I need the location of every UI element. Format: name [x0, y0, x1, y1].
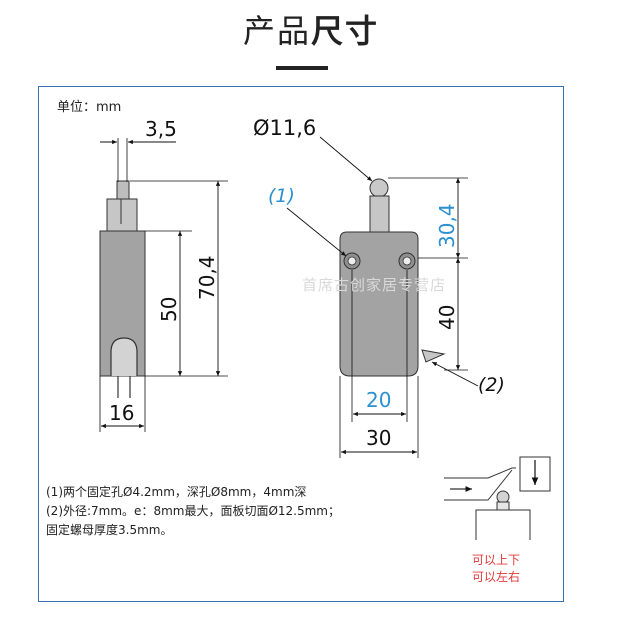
cam-profile: [444, 467, 516, 479]
front-cutout: [421, 349, 446, 363]
front-roller: [369, 178, 389, 198]
front-ref-hole: (1): [268, 185, 295, 207]
hint-line: 可以左右: [472, 570, 521, 584]
front-dim-roller-height: 30,4: [435, 203, 459, 248]
side-cable: [110, 337, 138, 376]
front-dim-width: 30: [366, 426, 391, 450]
watermark-text: 首席古创家居专营店: [302, 276, 447, 294]
side-plunger: [116, 180, 130, 200]
side-dim-width: 16: [109, 401, 134, 425]
front-dim-hole-spacing: 20: [366, 388, 391, 412]
front-body: [339, 231, 419, 377]
side-cap: [106, 198, 138, 233]
front-plunger: [369, 195, 390, 233]
hint-line: 可以上下: [472, 553, 521, 567]
side-dim-top: 3,5: [145, 117, 177, 141]
notes-block: (1)两个固定孔Ø4.2mm，深孔Ø8mm，4mm深 (2)外径:7mm。e：8…: [46, 483, 340, 540]
front-dim-height: 40: [435, 305, 459, 330]
side-view: 3,5 50 70,4 16: [99, 117, 228, 432]
front-view: Ø11,6 (1) 30,4 40 20 30 (2): [253, 116, 505, 458]
title-bold: 尺寸: [311, 12, 380, 50]
dimension-panel: [38, 86, 564, 602]
unit-label: 单位：mm: [57, 100, 122, 115]
title-underline: [276, 66, 328, 70]
note-line: (2)外径:7mm。e：8mm最大，面板切面Ø12.5mm；: [46, 504, 340, 518]
mini-switch-body: [475, 509, 531, 540]
page-title: 产品尺寸: [0, 6, 622, 52]
front-dim-roller: Ø11,6: [253, 116, 316, 140]
side-dim-body-height: 50: [157, 297, 181, 322]
note-line: (1)两个固定孔Ø4.2mm，深孔Ø8mm，4mm深: [46, 485, 307, 499]
side-dim-total-height: 70,4: [195, 255, 219, 300]
title-regular: 产品: [242, 12, 311, 50]
front-ref-cutout: (2): [478, 374, 505, 396]
actuation-diagram: [444, 456, 551, 540]
actuation-hint: 可以上下 可以左右: [472, 552, 520, 586]
note-line: 固定螺母厚度3.5mm。: [46, 523, 173, 537]
